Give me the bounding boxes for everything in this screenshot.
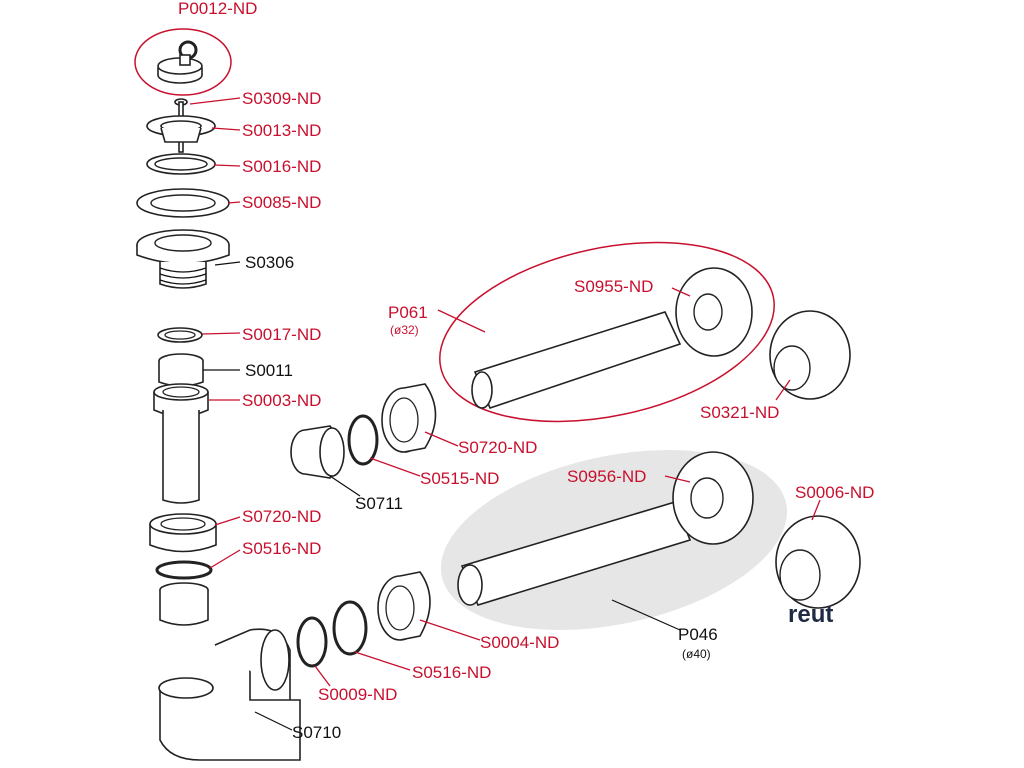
- label-p061: P061: [388, 303, 428, 322]
- nut-s0720-left: [149, 513, 217, 553]
- label-s0009: S0009-ND: [318, 685, 397, 704]
- label-s0309: S0309-ND: [242, 89, 321, 108]
- tube-p046: [457, 501, 692, 606]
- nut-s0004: [377, 571, 431, 641]
- rosette-s0956: [672, 451, 754, 545]
- label-s0710: S0710: [292, 723, 341, 742]
- nut-s0720-middle: [381, 383, 437, 453]
- ring-s0009: [296, 616, 328, 668]
- ring-s0516-left: [155, 560, 213, 580]
- label-s0515: S0515-ND: [420, 469, 499, 488]
- label-p0012: P0012-ND: [178, 0, 257, 18]
- label-s0003: S0003-ND: [242, 391, 321, 410]
- label-p046-dia: (ø40): [682, 647, 711, 661]
- elbow-s0710: [158, 628, 301, 761]
- adapter-s0711: [290, 425, 345, 479]
- label-s0516-left: S0516-ND: [242, 539, 321, 558]
- washer-s0017: [157, 327, 203, 343]
- label-s0321: S0321-ND: [700, 403, 779, 422]
- ring-s0515: [347, 414, 379, 466]
- label-s0011: S0011: [245, 361, 293, 380]
- label-s0017: S0017-ND: [242, 325, 321, 344]
- label-s0711: S0711: [355, 494, 403, 513]
- label-s0085: S0085-ND: [242, 193, 321, 212]
- rosette-s0955: [675, 267, 753, 357]
- tailpiece-s0011: [158, 353, 204, 387]
- strainer-s0013: [146, 115, 216, 143]
- label-s0955: S0955-ND: [574, 277, 653, 296]
- label-s0720-middle: S0720-ND: [458, 438, 537, 457]
- label-p061-dia: (ø32): [390, 323, 419, 337]
- brand-watermark: reut: [788, 601, 833, 628]
- nut-s0003: [153, 383, 209, 504]
- leader-lines: [189, 97, 821, 731]
- label-p046: P046: [678, 625, 718, 644]
- cone-adapter: [159, 582, 209, 626]
- label-s0516-bottom: S0516-ND: [412, 663, 491, 682]
- label-s0006: S0006-ND: [795, 483, 874, 502]
- label-s0306: S0306: [245, 253, 294, 272]
- label-s0013: S0013-ND: [242, 121, 321, 140]
- label-s0004: S0004-ND: [480, 633, 559, 652]
- cover-s0321: [769, 310, 851, 400]
- label-s0956: S0956-ND: [567, 467, 646, 486]
- outlet-s0306: [136, 229, 230, 289]
- ring-s0516-bottom: [332, 600, 368, 656]
- plug-p0012: [157, 40, 203, 84]
- label-s0016: S0016-ND: [242, 157, 321, 176]
- washer-s0085: [136, 188, 230, 218]
- tube-p061: [471, 311, 682, 409]
- highlight-p061: [439, 241, 775, 423]
- highlight-p0012: [134, 28, 232, 96]
- cover-s0006: [775, 515, 861, 609]
- label-s0720-left: S0720-ND: [242, 507, 321, 526]
- washer-s0016: [146, 153, 216, 175]
